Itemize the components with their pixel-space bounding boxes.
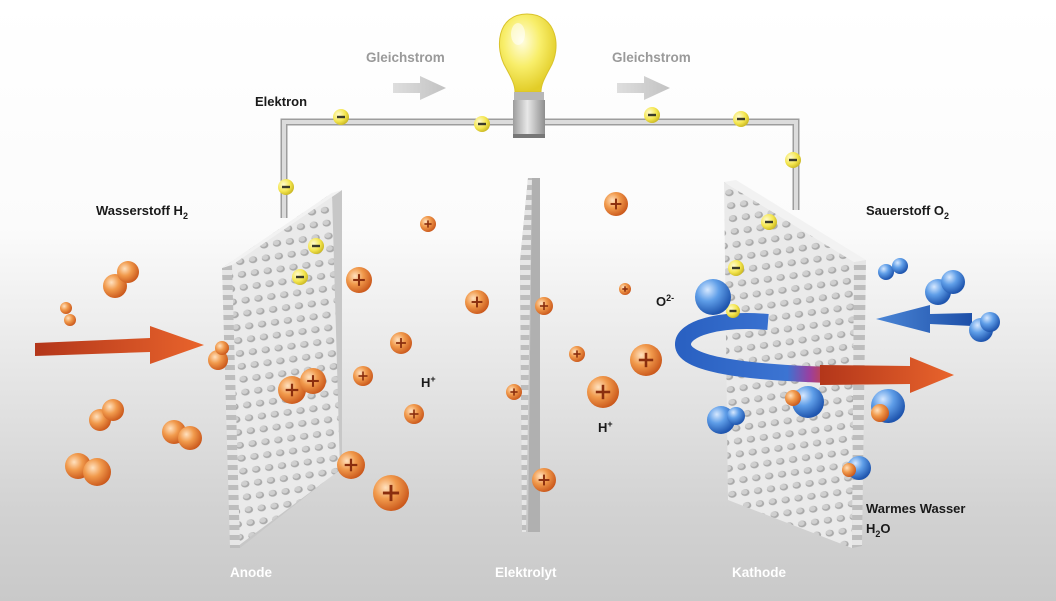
proton-particle (337, 451, 365, 479)
hydrogen-molecule (162, 420, 202, 450)
proton-particle (506, 384, 522, 400)
dc-label-right: Gleichstrom (612, 50, 691, 65)
proton-particle (619, 283, 631, 295)
electrolyte-plate (520, 178, 540, 532)
proton-particle (373, 475, 409, 511)
electron-particle (333, 109, 349, 125)
proton-particle (390, 332, 412, 354)
light-bulb-icon (499, 13, 557, 138)
hydrogen-molecule (65, 453, 111, 486)
water-label-line1: Warmes Wasser (866, 501, 965, 516)
electron-particle (278, 179, 294, 195)
proton-particle (630, 344, 662, 376)
hydrogen-label: Wasserstoff H2 (96, 203, 188, 221)
dc-label-left: Gleichstrom (366, 50, 445, 65)
proton-particle (535, 297, 553, 315)
hydrogen-molecule (208, 341, 229, 370)
oxygen-molecule (785, 386, 824, 418)
oxygen-molecule (871, 389, 905, 423)
oxygen-molecule (842, 456, 871, 480)
proton-particle (604, 192, 628, 216)
proton-particle (587, 376, 619, 408)
proton-label-2: H+ (598, 419, 613, 435)
anode-label: Anode (230, 565, 272, 580)
hydrogen-molecule (103, 261, 139, 298)
oxygen-molecule (925, 270, 965, 305)
electrolyte-label: Elektrolyt (495, 565, 557, 580)
proton-particle (278, 376, 306, 404)
water-label-line2: H2O (866, 521, 891, 539)
hydrogen-molecule (60, 302, 76, 326)
oxide-ion-label: O2- (656, 293, 674, 309)
proton-particle (300, 368, 326, 394)
hydrogen-inflow-arrow (35, 326, 204, 364)
oxygen-molecule (969, 312, 1000, 342)
proton-particle (532, 468, 556, 492)
dc-arrow-right (617, 76, 670, 100)
proton-particle (569, 346, 585, 362)
proton-particle (404, 404, 424, 424)
electron-particle (292, 269, 308, 285)
oxygen-molecule (878, 258, 908, 280)
hydrogen-molecule (89, 399, 124, 431)
electron-particle (785, 152, 801, 168)
oxygen-molecule (707, 406, 745, 434)
electron-particle (644, 107, 660, 123)
oxide-ion-curved-arrow (675, 313, 833, 383)
electron-particle (726, 304, 740, 318)
electron-particle (761, 214, 777, 230)
electron-particle (733, 111, 749, 127)
electron-particle (728, 260, 744, 276)
proton-particle (465, 290, 489, 314)
anode-plate (222, 190, 342, 548)
electron-label: Elektron (255, 94, 307, 109)
proton-particle (346, 267, 372, 293)
oxygen-inflow-arrow (876, 305, 972, 333)
proton-label-1: H+ (421, 374, 436, 390)
electron-particle (474, 116, 490, 132)
oxygen-label: Sauerstoff O2 (866, 203, 949, 221)
proton-particle (353, 366, 373, 386)
oxygen-molecule (695, 279, 731, 315)
electron-particle (308, 238, 324, 254)
proton-particle (420, 216, 436, 232)
dc-arrow-left (393, 76, 446, 100)
water-outflow-arrow (820, 357, 954, 393)
cathode-label: Kathode (732, 565, 786, 580)
